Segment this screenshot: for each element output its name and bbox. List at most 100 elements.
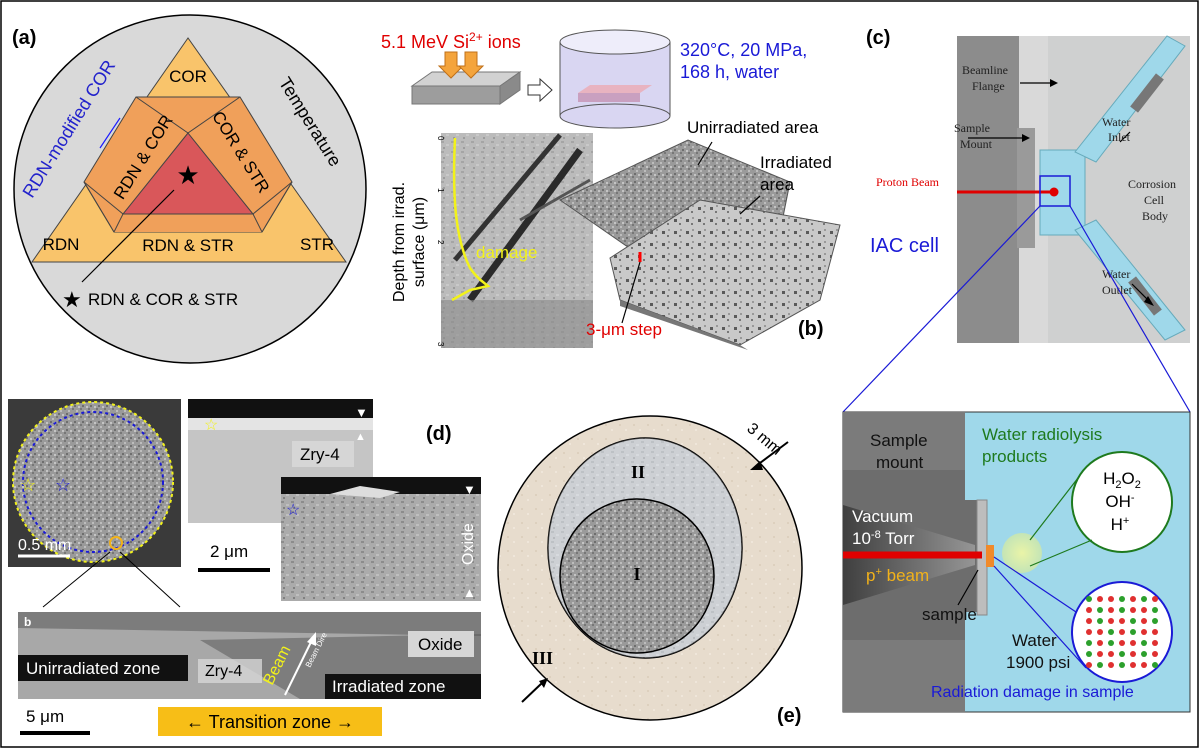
- panel-b: 5.1 MeV Si2+ ions 320°C, 20 MPa, 168 h, …: [381, 29, 841, 350]
- panel-a: (a) ★ COR RDN STR RDN & COR COR & STR RD…: [12, 14, 367, 364]
- oxide-vertical-label: Oxide: [460, 523, 477, 565]
- p-beam-label: p+ beam: [866, 566, 929, 585]
- beamline-flange-line2: Flange: [972, 79, 1005, 93]
- lattice-atom: [1097, 629, 1103, 635]
- lattice-atom: [1141, 607, 1147, 613]
- ions-label: 5.1 MeV Si2+ ions: [381, 30, 521, 52]
- panel-c-label: (c): [866, 27, 890, 49]
- beamline-flange: [957, 36, 1019, 343]
- lattice-atom: [1086, 662, 1092, 668]
- lattice-atom: [1141, 640, 1147, 646]
- transition-zone-label: ← Transition zone →: [186, 712, 354, 732]
- irradiated-area-line1: Irradiated: [760, 153, 832, 172]
- lattice-atom: [1141, 651, 1147, 657]
- lattice-atom: [1086, 607, 1092, 613]
- zry4-label-1: Zry-4: [300, 445, 340, 464]
- radiolysis-line2: products: [982, 447, 1047, 466]
- yellow-star-icon: ☆: [20, 475, 36, 495]
- lattice-atom: [1119, 662, 1125, 668]
- panel-e: II I III 3 mm (e): [497, 415, 803, 727]
- radiolysis-products-circle: [1071, 451, 1173, 553]
- lattice-atom: [1152, 640, 1158, 646]
- lattice-atom: [1130, 596, 1136, 602]
- conditions-line1: 320°C, 20 MPa,: [680, 40, 807, 60]
- lattice-atom: [1086, 651, 1092, 657]
- lattice-atom: [1152, 618, 1158, 624]
- tick-2: 2: [436, 240, 445, 245]
- lattice-atom: [1141, 618, 1147, 624]
- lattice-atom: [1108, 662, 1114, 668]
- blue-star-icon: ☆: [55, 475, 71, 495]
- lattice-atom: [1119, 596, 1125, 602]
- corrosion-cell-line1: Corrosion: [1128, 177, 1176, 191]
- sample-mount-line2: Mount: [960, 137, 993, 151]
- lattice-atom: [1130, 629, 1136, 635]
- zoom-sample-mount-line1: Sample: [870, 431, 928, 450]
- water-inlet-pipe: [1074, 35, 1186, 163]
- lattice-atom: [1086, 596, 1092, 602]
- blue-star-marker-icon: ☆: [286, 502, 300, 519]
- scale-bar-1-label: 0.5 mm: [18, 537, 71, 554]
- lattice-atom: [1152, 662, 1158, 668]
- water-inlet-line2: Inlet: [1108, 130, 1131, 144]
- radiolysis-line1: Water radiolysis: [982, 425, 1102, 444]
- panel-d-label: (d): [426, 423, 452, 445]
- lattice-atom: [1130, 651, 1136, 657]
- lattice-atom: [1097, 651, 1103, 657]
- tick-1: 1: [436, 188, 445, 193]
- legend-star-icon: ★: [62, 287, 82, 312]
- water-line2: 1900 psi: [1006, 653, 1070, 672]
- lattice-atom: [1108, 607, 1114, 613]
- hplus-label: H+: [1111, 515, 1130, 534]
- irradiated-area-line2: area: [760, 175, 795, 194]
- lattice-atom: [1119, 607, 1125, 613]
- lattice-atom: [1119, 640, 1125, 646]
- lattice-atom: [1119, 629, 1125, 635]
- lattice-atom: [1097, 596, 1103, 602]
- tri-right-label: STR: [300, 235, 334, 254]
- sem-disc: [13, 402, 173, 562]
- lattice-atom: [1108, 618, 1114, 624]
- legend-label: RDN & COR & STR: [88, 290, 238, 309]
- lattice-atom: [1130, 618, 1136, 624]
- subfigure-b-label: b: [24, 615, 31, 629]
- triangle-up-marker-2: ▲: [463, 585, 476, 600]
- lattice-atom: [1152, 596, 1158, 602]
- yellow-star-marker-icon: ☆: [204, 417, 218, 434]
- damage-profile-curve: [451, 137, 491, 302]
- proton-beam-label: Proton Beam: [876, 175, 940, 189]
- scale-bar-3-label: 5 μm: [26, 707, 64, 726]
- sample-mount-line1: Sample: [954, 121, 990, 135]
- vacuum-line1: Vacuum: [852, 507, 913, 526]
- zoom-box: [1039, 175, 1071, 207]
- panel-d: (d) ☆ ☆ 0.5 mm ☆ ▼ ▲ Zry-4 2 μm ☆ ▼ ▲ Ox…: [8, 399, 481, 736]
- oh-label: OH-: [1105, 492, 1135, 511]
- zoom-sample-label: sample: [922, 605, 977, 624]
- zoom-sample-mount-line2: mount: [876, 453, 924, 472]
- tri-top-label: COR: [169, 67, 207, 86]
- lattice-atom: [1130, 607, 1136, 613]
- lattice-atom: [1108, 596, 1114, 602]
- radiation-damage-label: Radiation damage in sample: [931, 684, 1134, 701]
- tri-left-label: RDN: [43, 235, 80, 254]
- lattice-atom: [1141, 629, 1147, 635]
- ion-arrow-1: [437, 51, 465, 79]
- irradiated-zone-label: Irradiated zone: [332, 677, 445, 696]
- lattice-atom: [1097, 662, 1103, 668]
- conditions-line2: 168 h, water: [680, 62, 779, 82]
- region-i-label: I: [633, 564, 640, 584]
- region-iii-label: III: [532, 648, 553, 668]
- triangle-up-marker-1: ▲: [355, 431, 366, 443]
- sample-mount: [1017, 128, 1035, 248]
- lattice-atom: [1086, 618, 1092, 624]
- corrosion-cell-line3: Body: [1142, 209, 1168, 223]
- lattice-atom: [1141, 662, 1147, 668]
- mid-bottom-label: RDN & STR: [142, 236, 234, 255]
- scale-bar-2-label: 2 μm: [210, 542, 248, 561]
- triangle-down-marker-2: ▼: [463, 482, 476, 497]
- region-ii-label: II: [631, 462, 645, 482]
- water-line1: Water: [1012, 631, 1057, 650]
